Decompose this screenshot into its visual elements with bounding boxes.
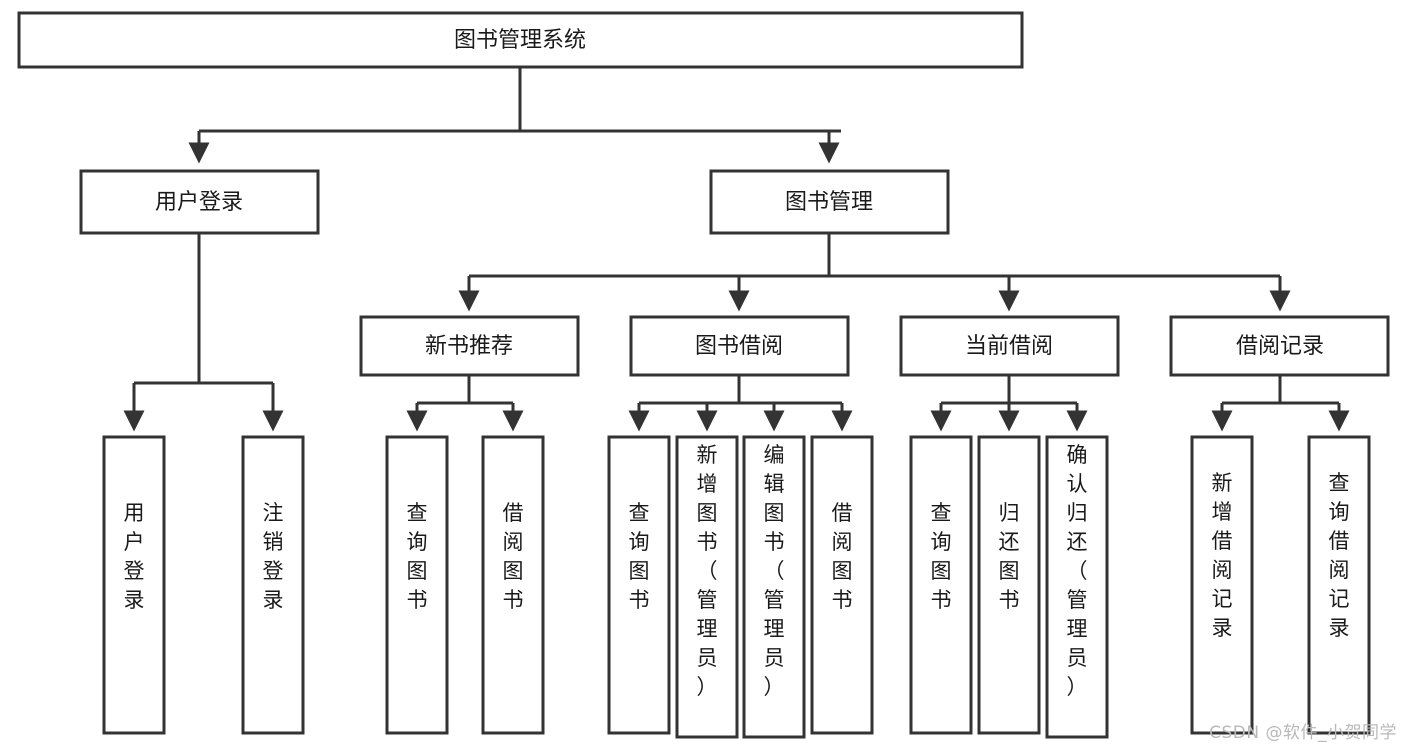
node-new-book-recommend-label: 新书推荐 (425, 334, 513, 359)
node-book-manage[interactable]: 图书管理 (709, 169, 950, 235)
node-book-borrow-box[interactable] (629, 315, 850, 377)
connectors-user-login-to-leaves (123, 233, 284, 432)
leaf-br-add-record[interactable]: 新增借阅记录 (1190, 435, 1254, 735)
node-user-login[interactable]: 用户登录 (79, 169, 320, 235)
leaf-cb-return-book-box[interactable] (977, 435, 1041, 735)
leaf-cb-query-book-label: 查询图书 (931, 501, 952, 612)
leaf-nbr-query-book-box[interactable] (385, 435, 449, 735)
connectors-book-manage-to-level3 (458, 233, 1291, 312)
leaf-bb-borrow-book-box[interactable] (810, 435, 874, 735)
leaf-bb-borrow-book-label: 借阅图书 (832, 501, 853, 612)
node-current-borrow-box[interactable] (899, 315, 1120, 377)
leaf-bb-query-book-label: 查询图书 (629, 501, 650, 612)
leaf-br-query-record-box[interactable] (1307, 435, 1371, 735)
leaf-logout-box[interactable] (241, 435, 305, 735)
leaf-cb-query-book-box[interactable] (909, 435, 973, 735)
leaf-cb-confirm-return-label: 确认归还（管理员） (1067, 443, 1088, 699)
node-borrow-record-label: 借阅记录 (1236, 334, 1324, 359)
leaf-cb-return-book[interactable]: 归还图书 (977, 435, 1041, 735)
node-book-manage-label: 图书管理 (785, 190, 873, 215)
connectors-root-to-level2 (188, 67, 841, 164)
leaf-nbr-borrow-book-label: 借阅图书 (503, 501, 524, 612)
leaf-nbr-borrow-book[interactable]: 借阅图书 (481, 435, 545, 735)
node-book-borrow[interactable]: 图书借阅 (629, 315, 850, 377)
leaf-cb-confirm-return[interactable]: 确认归还（管理员） (1045, 435, 1109, 739)
connectors-borrow-record-to-leaves (1211, 375, 1350, 432)
node-user-login-label: 用户登录 (155, 190, 243, 215)
node-book-borrow-label: 图书借阅 (695, 334, 783, 359)
node-book-manage-box[interactable] (709, 169, 950, 235)
leaf-bb-query-book-box[interactable] (607, 435, 671, 735)
node-user-login-box[interactable] (79, 169, 320, 235)
connectors-current-borrow-to-leaves (930, 375, 1088, 432)
leaf-bb-add-book-box[interactable] (675, 435, 739, 739)
node-root-box[interactable] (17, 11, 1024, 69)
node-borrow-record-box[interactable] (1169, 315, 1390, 377)
leaf-br-add-record-label: 新增借阅记录 (1212, 471, 1233, 640)
leaf-cb-return-book-label: 归还图书 (999, 501, 1020, 612)
leaf-bb-edit-book-label: 编辑图书（管理员） (764, 443, 785, 699)
node-root-label: 图书管理系统 (454, 28, 586, 53)
leaf-bb-query-book[interactable]: 查询图书 (607, 435, 671, 735)
leaf-bb-edit-book-box[interactable] (742, 435, 806, 739)
leaf-bb-borrow-book[interactable]: 借阅图书 (810, 435, 874, 735)
connectors-new-book-recommend-to-leaves (406, 375, 524, 432)
connectors-book-borrow-to-leaves (628, 375, 853, 432)
leaf-nbr-query-book-label: 查询图书 (407, 501, 428, 612)
leaf-user-login[interactable]: 用户登录 (102, 435, 166, 735)
leaf-cb-query-book[interactable]: 查询图书 (909, 435, 973, 735)
leaf-nbr-query-book[interactable]: 查询图书 (385, 435, 449, 735)
leaf-br-query-record[interactable]: 查询借阅记录 (1307, 435, 1371, 735)
node-current-borrow-label: 当前借阅 (965, 334, 1053, 359)
leaf-logout-label: 注销登录 (263, 501, 284, 612)
leaf-br-add-record-box[interactable] (1190, 435, 1254, 735)
node-new-book-recommend-box[interactable] (359, 315, 580, 377)
leaf-user-login-label: 用户登录 (124, 501, 145, 612)
node-new-book-recommend[interactable]: 新书推荐 (359, 315, 580, 377)
leaf-nbr-borrow-book-box[interactable] (481, 435, 545, 735)
leaf-br-query-record-label: 查询借阅记录 (1329, 471, 1350, 640)
leaf-bb-edit-book[interactable]: 编辑图书（管理员） (742, 435, 806, 739)
leaf-bb-add-book[interactable]: 新增图书（管理员） (675, 435, 739, 739)
node-current-borrow[interactable]: 当前借阅 (899, 315, 1120, 377)
leaf-cb-confirm-return-box[interactable] (1045, 435, 1109, 739)
leaf-user-login-box[interactable] (102, 435, 166, 735)
node-borrow-record[interactable]: 借阅记录 (1169, 315, 1390, 377)
leaf-logout[interactable]: 注销登录 (241, 435, 305, 735)
leaf-bb-add-book-label: 新增图书（管理员） (697, 443, 718, 699)
node-root[interactable]: 图书管理系统 (17, 11, 1024, 69)
